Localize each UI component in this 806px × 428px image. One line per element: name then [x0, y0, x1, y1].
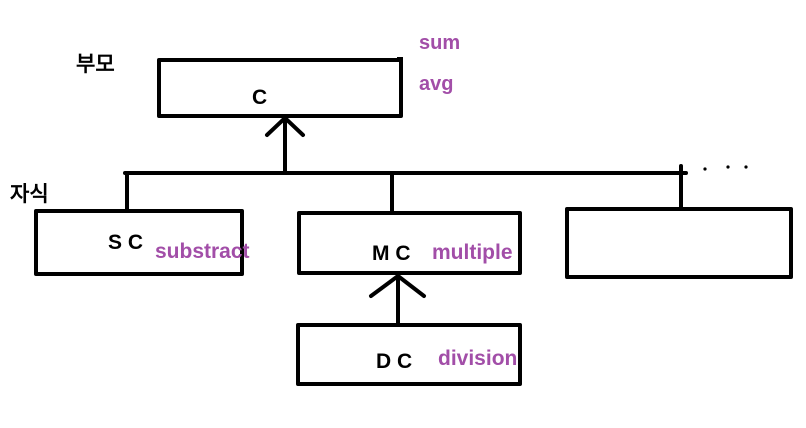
class-mc-label: M C	[372, 242, 411, 265]
method-avg: avg	[419, 73, 454, 95]
method-substract: substract	[155, 240, 250, 263]
class-box-c	[157, 58, 403, 118]
class-sc-label: S C	[108, 231, 144, 254]
arrow-head-c	[265, 116, 305, 137]
ellipsis-dots	[703, 165, 748, 171]
class-c-label: C	[252, 86, 268, 109]
method-division: division	[438, 347, 518, 370]
method-sum: sum	[419, 32, 461, 54]
child-label: 자식	[10, 182, 49, 206]
class-box-mc	[297, 211, 522, 275]
stray-mark	[397, 57, 403, 61]
class-box-sc	[34, 209, 244, 276]
arrow-head-mc	[369, 274, 426, 298]
parent-label: 부모	[76, 52, 115, 76]
class-box-dc	[296, 323, 522, 386]
class-dc-label: D C	[376, 350, 413, 373]
class-box-empty	[565, 207, 793, 279]
method-multiple: multiple	[432, 241, 513, 264]
